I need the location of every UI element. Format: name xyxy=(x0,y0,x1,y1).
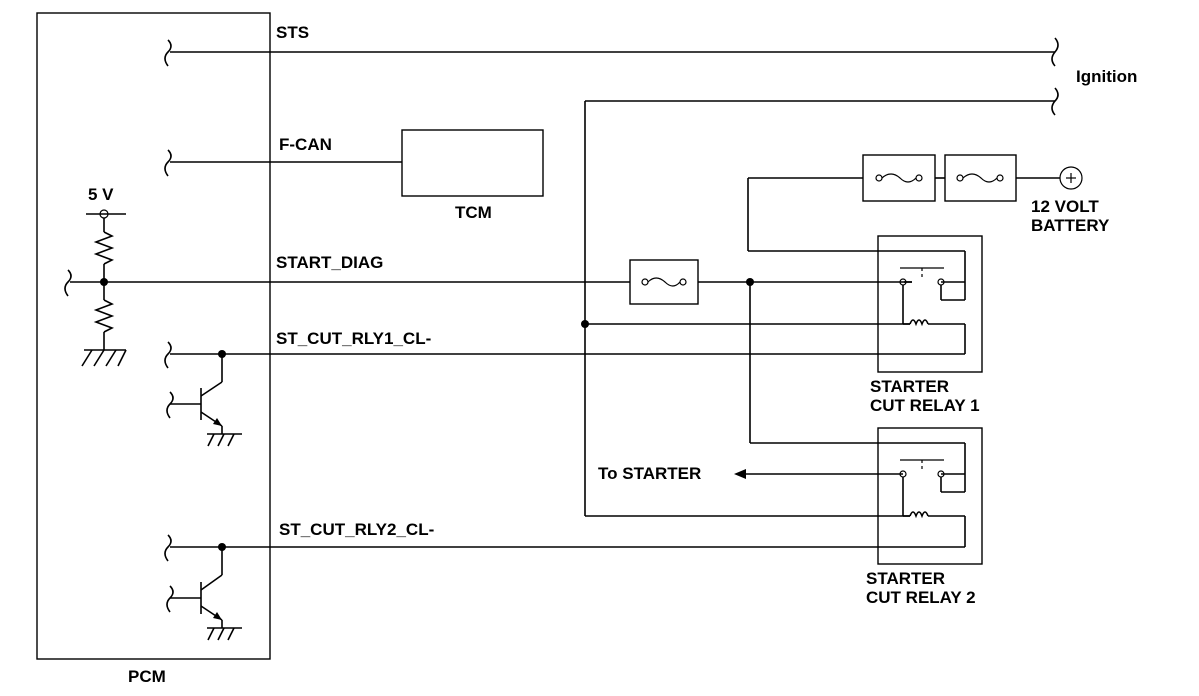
tcm-label: TCM xyxy=(455,203,492,222)
starter-cut-relay-1 xyxy=(877,235,983,373)
st-cut-rly2-label: ST_CUT_RLY2_CL- xyxy=(279,520,434,539)
battery-fuse-1 xyxy=(862,154,936,202)
battery-fuse-2 xyxy=(944,154,1017,202)
driver-transistor-2 xyxy=(166,574,242,641)
battery-label-line2: BATTERY xyxy=(1031,216,1110,235)
relay2-label-line1: STARTER xyxy=(866,569,945,588)
ignition-label: Ignition xyxy=(1076,67,1137,86)
to-starter-arrow xyxy=(734,469,903,479)
driver-transistor-1 xyxy=(166,381,242,447)
pullup-resistor xyxy=(86,209,126,282)
st-cut-rly1-label: ST_CUT_RLY1_CL- xyxy=(276,329,431,348)
pcm-box xyxy=(36,12,271,660)
starter-cut-relay-2 xyxy=(877,427,983,565)
start-diag-fuse xyxy=(629,259,699,305)
ignition-junction-dot xyxy=(581,320,589,328)
st-cut-rly1-wire xyxy=(164,341,965,382)
fcan-wire xyxy=(164,149,402,177)
fcan-label: F-CAN xyxy=(279,135,332,154)
to-starter-label: To STARTER xyxy=(598,464,701,483)
battery-feed-wire xyxy=(747,177,1060,282)
start-diag-label: START_DIAG xyxy=(276,253,383,272)
pcm-label: PCM xyxy=(128,667,166,686)
start-diag-wire xyxy=(64,269,912,444)
relay2-label-line2: CUT RELAY 2 xyxy=(866,588,976,607)
relay1-label-line1: STARTER xyxy=(870,377,949,396)
battery-terminal-icon xyxy=(1059,166,1083,190)
five-v-label: 5 V xyxy=(88,185,114,204)
relay1-label-line2: CUT RELAY 1 xyxy=(870,396,980,415)
pulldown-resistor xyxy=(93,282,115,350)
battery-label-line1: 12 VOLT xyxy=(1031,197,1099,216)
sts-label: STS xyxy=(276,23,309,42)
st-cut-rly2-wire xyxy=(164,534,965,575)
sts-wire xyxy=(164,37,1059,67)
ground-symbol xyxy=(81,349,127,367)
ignition-wire xyxy=(581,87,1059,517)
tcm-box xyxy=(401,129,544,197)
